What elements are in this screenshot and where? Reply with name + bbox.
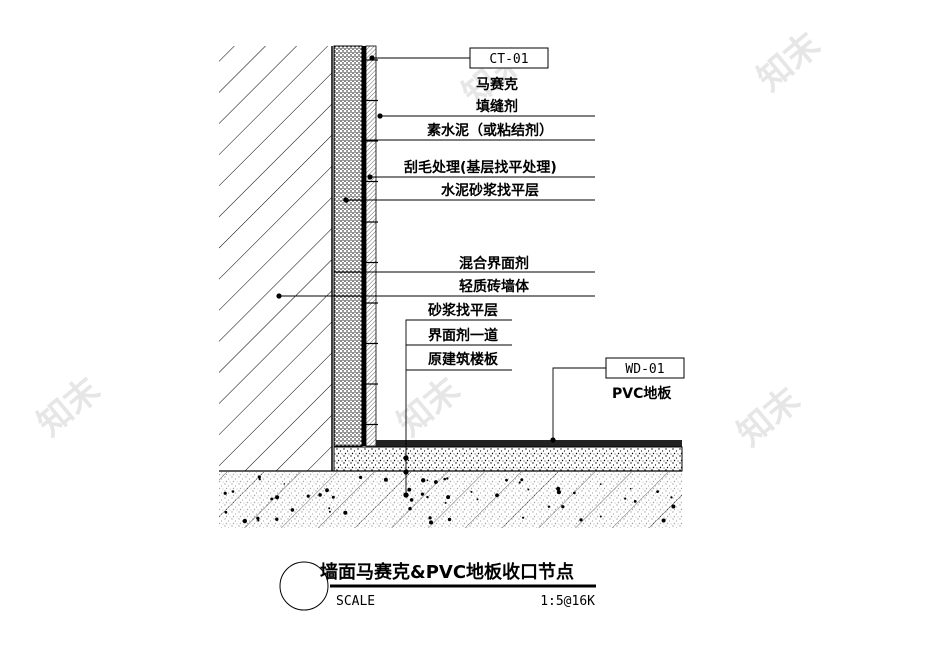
cement-mortar-layer [333,45,363,447]
wd-tag-box [605,357,685,379]
label-light-brick: 轻质砖墙体 [459,278,530,295]
slab-stones [223,475,676,525]
ct-tag-box [469,47,549,69]
watermark-text: 知末 [730,380,808,454]
label-pvc-floor: PVC地板 [612,385,672,402]
brick-wall [219,46,332,471]
watermark-group: 知末 知末 知末 知末 知末 [30,25,828,454]
scale-label: SCALE [336,594,375,609]
detail-number-circle [279,561,329,611]
wd-tag-text: WD-01 [625,362,664,377]
label-roughen: 刮毛处理(基层找平处理) [404,159,557,176]
ct-tag-text: CT-01 [489,52,528,67]
label-cement-paste: 素水泥（或粘结剂） [427,122,553,139]
scale-value: 1:5@16K [540,594,595,609]
drawing-title: 墙面马赛克&PVC地板收口节点 [320,561,574,583]
watermark-text: 知末 [30,370,108,444]
watermark-text: 知末 [750,25,828,99]
label-mortar-level: 砂浆找平层 [427,302,498,319]
label-interface-agent: 界面剂一道 [428,327,498,344]
label-mixed-agent: 混合界面剂 [459,255,529,272]
label-cement-mortar: 水泥砂浆找平层 [441,182,539,199]
cement-paste-layer [362,46,366,446]
mosaic-tile-layer [365,45,377,447]
mortar-screed-layer [333,446,683,472]
label-mosaic: 马赛克 [476,76,518,93]
leader-lines [279,57,606,495]
label-original-slab: 原建筑楼板 [428,351,499,368]
watermark-text: 知末 [390,370,468,444]
pvc-floor-layer [376,440,682,447]
leader-dots [276,55,556,498]
label-grout: 填缝剂 [476,98,518,115]
